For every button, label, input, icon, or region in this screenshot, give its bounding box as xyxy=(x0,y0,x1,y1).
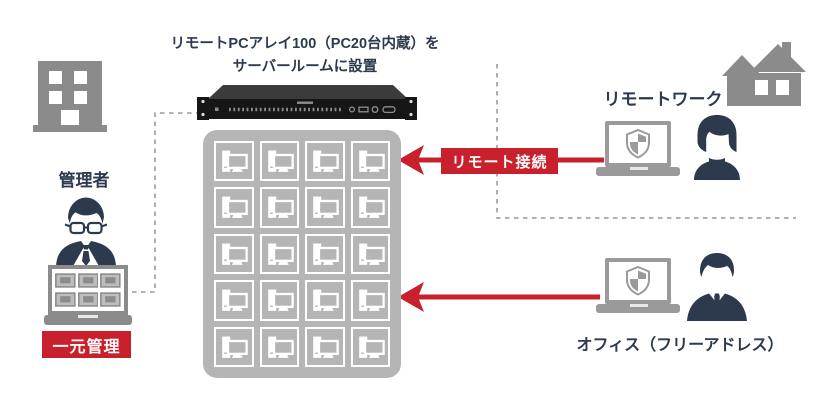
centralized-management-badge: 一元管理 xyxy=(42,331,131,358)
admin-console-dashed-connector xyxy=(132,112,197,293)
desktop-pc-icon xyxy=(358,196,385,219)
mini-pc-icon xyxy=(55,291,76,308)
pc-slot xyxy=(305,187,345,228)
pc-slot xyxy=(259,326,299,367)
desktop-pc-icon xyxy=(222,289,248,312)
desktop-pc-icon xyxy=(313,336,339,358)
pc-array-grid xyxy=(214,141,390,367)
office-connection-arrow xyxy=(398,282,600,312)
mini-pc-icon xyxy=(55,272,76,289)
pc-slot xyxy=(214,233,254,275)
remote-work-label: リモートワーク xyxy=(603,90,723,109)
secure-laptop-icon xyxy=(596,258,680,313)
desktop-pc-icon xyxy=(358,289,385,312)
desktop-pc-icon xyxy=(358,336,385,358)
mini-pc-icon xyxy=(100,272,121,289)
mini-pc-icon xyxy=(77,291,99,308)
laptop-base-notch xyxy=(78,315,98,318)
desktop-pc-icon xyxy=(222,196,248,219)
rack-server-icon xyxy=(197,85,417,120)
male-worker-icon xyxy=(687,253,747,321)
remote-connection-label: リモート接続 xyxy=(441,148,558,174)
pc-slot xyxy=(305,141,345,182)
pc-slot xyxy=(305,280,345,321)
desktop-pc-icon xyxy=(358,150,385,172)
desktop-pc-icon xyxy=(267,196,294,219)
desktop-pc-icon xyxy=(313,243,339,265)
security-shield-icon xyxy=(626,128,650,159)
desktop-pc-icon xyxy=(222,150,248,172)
desktop-pc-icon xyxy=(267,150,294,172)
title-line-1: リモートPCアレイ100（PC20台内蔵）を xyxy=(170,36,440,52)
arrow-head-icon xyxy=(398,145,424,175)
management-console-laptop-icon xyxy=(44,265,132,329)
house-icon xyxy=(722,42,806,106)
glasses-icon xyxy=(64,221,108,235)
pc-slot xyxy=(350,326,390,367)
console-screen-grid xyxy=(52,269,124,311)
desktop-pc-icon xyxy=(313,289,339,312)
desktop-pc-icon xyxy=(267,289,294,312)
admin-label: 管理者 xyxy=(58,171,110,190)
desktop-pc-icon xyxy=(313,150,339,172)
title-line-2: サーバールームに設置 xyxy=(232,59,378,75)
pc-slot xyxy=(214,280,254,321)
pc-array xyxy=(203,130,401,378)
console-screen xyxy=(48,265,128,315)
page-title: リモートPCアレイ100（PC20台内蔵）を サーバールームに設置 xyxy=(150,33,460,79)
pc-slot xyxy=(350,187,390,228)
mini-pc-icon xyxy=(100,291,121,308)
remote-zone-dashed-boundary xyxy=(496,64,796,219)
pc-slot xyxy=(305,326,345,367)
pc-slot xyxy=(259,141,299,182)
female-worker-icon xyxy=(694,115,740,180)
desktop-pc-icon xyxy=(222,336,248,358)
desktop-pc-icon xyxy=(267,336,294,358)
desktop-pc-icon xyxy=(358,243,385,265)
desktop-pc-icon xyxy=(222,243,248,265)
pc-slot xyxy=(214,141,254,182)
laptop-base xyxy=(44,315,132,325)
pc-slot xyxy=(259,280,299,321)
pc-slot xyxy=(350,280,390,321)
pc-slot xyxy=(305,233,345,275)
pc-slot xyxy=(350,141,390,182)
desktop-pc-icon xyxy=(313,196,339,219)
pc-slot xyxy=(259,233,299,275)
mini-pc-icon xyxy=(77,272,99,289)
pc-slot xyxy=(214,326,254,367)
admin-person-icon xyxy=(56,197,116,267)
pc-slot xyxy=(350,233,390,275)
office-building-icon xyxy=(33,61,107,132)
pc-slot xyxy=(259,187,299,228)
security-shield-icon xyxy=(626,265,650,296)
desktop-pc-icon xyxy=(267,243,294,265)
secure-laptop-icon xyxy=(596,121,680,176)
office-label: オフィス（フリーアドレス） xyxy=(576,337,784,354)
arrow-head-icon xyxy=(398,282,424,312)
pc-slot xyxy=(214,187,254,228)
